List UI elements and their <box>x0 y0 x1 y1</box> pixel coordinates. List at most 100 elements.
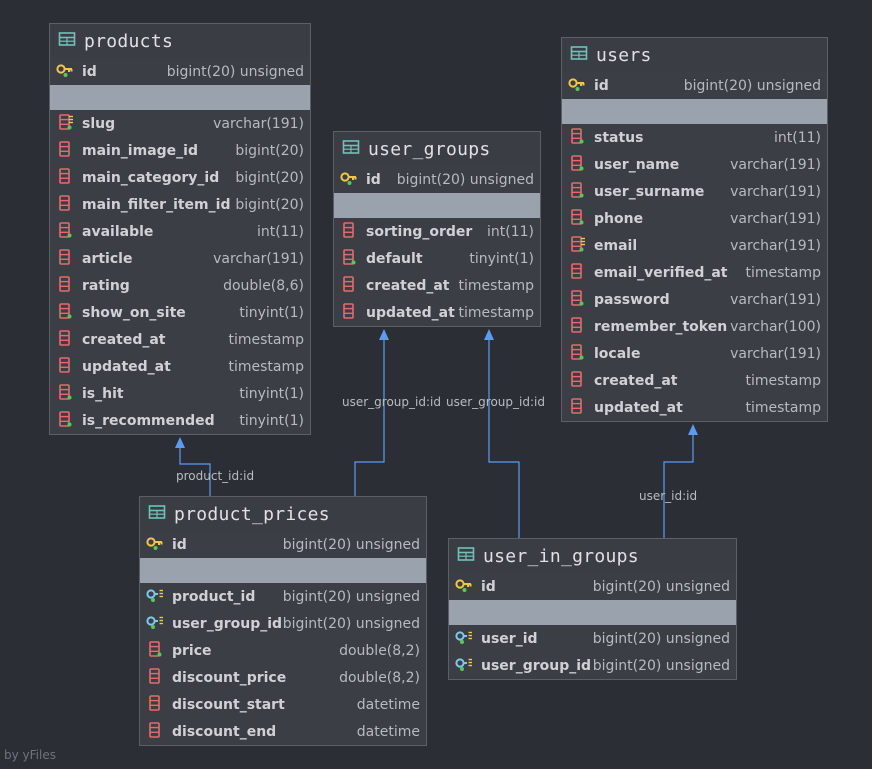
column-type: varchar(191) <box>730 183 821 200</box>
column-type: int(11) <box>774 129 821 146</box>
table-separator <box>562 99 827 124</box>
column-notnull-icon <box>56 410 74 431</box>
column-name: user_name <box>594 156 680 173</box>
column-icon <box>568 262 586 283</box>
table-separator <box>449 600 736 625</box>
table-separator <box>140 558 426 583</box>
table-header[interactable]: user_in_groups <box>449 539 736 573</box>
table-icon <box>58 31 76 51</box>
column-row[interactable]: status int(11) <box>562 124 827 151</box>
column-name: locale <box>594 345 641 362</box>
column-name: id <box>481 578 496 595</box>
foreign-key-icon <box>455 629 473 649</box>
column-icon <box>146 667 164 688</box>
column-notnull-icon <box>340 248 358 269</box>
column-type: datetime <box>356 723 420 740</box>
column-name: user_surname <box>594 183 705 200</box>
column-type: bigint(20) <box>235 142 304 159</box>
table-header[interactable]: product_prices <box>140 497 426 531</box>
column-type: timestamp <box>745 399 821 416</box>
table-header[interactable]: users <box>562 38 827 72</box>
column-type: varchar(100) <box>730 318 821 335</box>
column-notnull-icon <box>568 289 586 310</box>
table-header[interactable]: products <box>50 24 310 58</box>
column-type: bigint(20) unsigned <box>683 77 821 94</box>
column-name: user_id <box>481 630 538 647</box>
column-notnull-icon <box>56 221 74 242</box>
column-row[interactable]: email_verified_at timestamp <box>562 259 827 286</box>
relation-label: product_id:id <box>176 469 255 483</box>
column-type: bigint(20) unsigned <box>282 588 420 605</box>
column-icon <box>340 221 358 242</box>
column-icon <box>146 694 164 715</box>
primary-key-icon <box>56 62 74 82</box>
column-type: int(11) <box>257 223 304 240</box>
arrow-to-products <box>175 437 185 448</box>
column-type: bigint(20) unsigned <box>282 536 420 553</box>
column-type: timestamp <box>745 264 821 281</box>
table-header[interactable]: user_groups <box>334 132 540 166</box>
column-name: id <box>82 63 97 80</box>
column-name: email_verified_at <box>594 264 728 281</box>
column-name: status <box>594 129 644 146</box>
column-type: varchar(191) <box>213 115 304 132</box>
column-row[interactable]: user_surname varchar(191) <box>562 178 827 205</box>
column-type: datetime <box>356 696 420 713</box>
column-icon <box>56 275 74 296</box>
column-name: is_recommended <box>82 412 215 429</box>
column-icon <box>146 721 164 742</box>
connector-product-prices-to-user-groups <box>354 338 385 496</box>
relation-label: user_group_id:id <box>446 395 545 409</box>
column-type: timestamp <box>458 277 534 294</box>
column-type: double(8,6) <box>223 277 304 294</box>
table-name: user_groups <box>368 138 491 160</box>
table-name: user_in_groups <box>483 545 639 567</box>
column-name: price <box>172 642 212 659</box>
relation-label: user_group_id:id <box>342 395 441 409</box>
column-name: user_group_id <box>481 657 592 674</box>
column-type: tinyint(1) <box>239 304 304 321</box>
